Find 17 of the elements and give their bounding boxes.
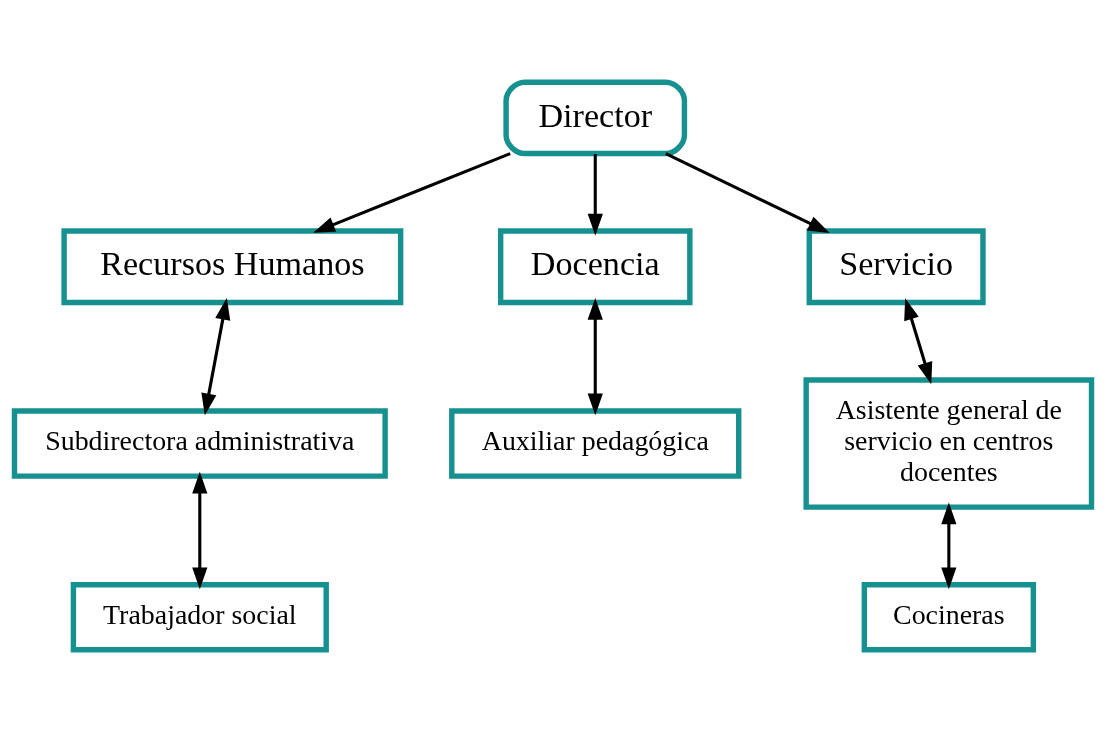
arrow — [313, 152, 511, 233]
node-box: Auxiliar pedagógica — [449, 408, 742, 479]
arrow — [192, 471, 208, 590]
node-box: Director — [503, 79, 688, 157]
node-box: Subdirectora administrativa — [11, 408, 388, 479]
arrow — [665, 152, 830, 234]
node-box: Asistente general de servicio en centros docentes — [803, 377, 1095, 510]
node-box: Cocineras — [861, 581, 1037, 653]
arrow — [941, 502, 957, 590]
node-box: Docencia — [497, 228, 693, 306]
node-box: Recursos Humanos — [61, 228, 404, 306]
arrow — [587, 297, 603, 416]
node-box: Trabajador social — [70, 581, 329, 653]
arrow — [904, 298, 933, 385]
arrow — [587, 153, 603, 236]
node-box: Servicio — [806, 228, 986, 306]
arrow — [201, 298, 231, 416]
